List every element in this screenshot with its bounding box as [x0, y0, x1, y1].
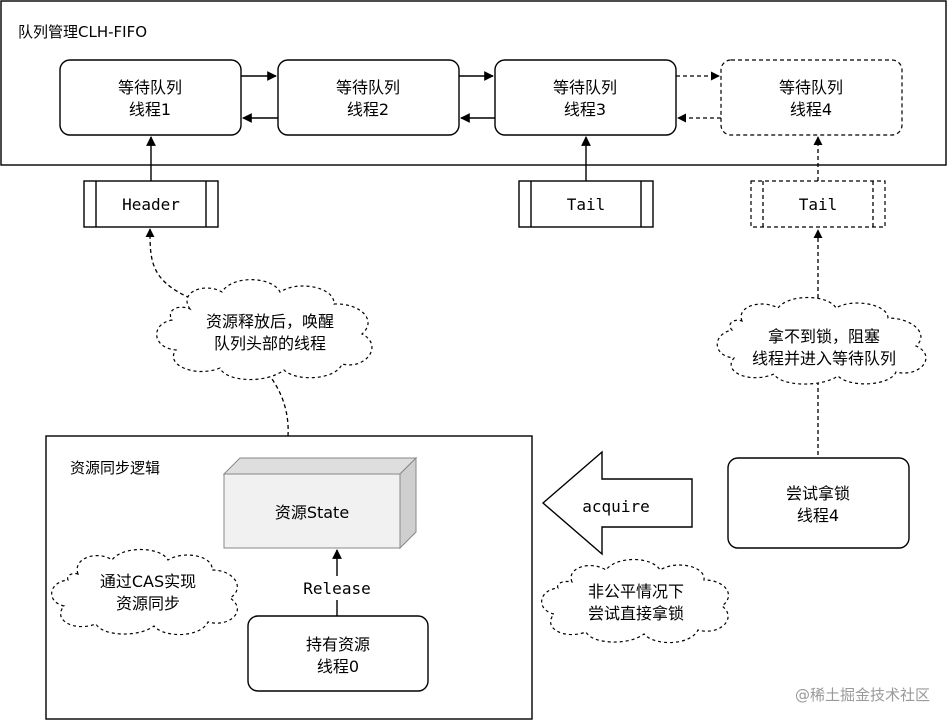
- unfair-cloud: 非公平情况下 尝试直接拿锁: [541, 559, 729, 644]
- try-lock-line2: 线程4: [797, 506, 839, 525]
- queue-node-1-line1: 等待队列: [118, 78, 182, 97]
- tail-new-pointer-label: Tail: [799, 195, 838, 214]
- holder-line1: 持有资源: [306, 635, 370, 654]
- tail-new-pointer: Tail: [750, 180, 886, 228]
- queue-node-4-line2: 线程4: [790, 100, 832, 119]
- resource-state-box: 资源State: [222, 456, 418, 550]
- wake-arrow: [145, 228, 191, 299]
- block-cloud-line1: 拿不到锁，阻塞: [768, 327, 880, 346]
- queue-frame-title: 队列管理CLH-FIFO: [18, 23, 147, 41]
- queue-node-4-line1: 等待队列: [779, 78, 843, 97]
- queue-node-1: 等待队列 线程1: [59, 59, 242, 136]
- acquire-arrow: acquire: [541, 450, 693, 556]
- queue-node-2-line2: 线程2: [347, 100, 389, 119]
- holder-line2: 线程0: [317, 657, 359, 676]
- cas-cloud-line1: 通过CAS实现: [100, 572, 196, 591]
- header-pointer: Header: [83, 180, 219, 228]
- queue-node-4: 等待队列 线程4: [720, 59, 903, 136]
- cas-cloud-line2: 资源同步: [116, 594, 180, 613]
- cas-cloud: 通过CAS实现 资源同步: [51, 549, 238, 636]
- header-pointer-label: Header: [122, 195, 180, 214]
- queue-node-2: 等待队列 线程2: [277, 59, 460, 136]
- queue-node-3-line2: 线程3: [564, 100, 606, 119]
- queue-node-3: 等待队列 线程3: [494, 59, 677, 136]
- unfair-cloud-line1: 非公平情况下: [588, 582, 684, 601]
- block-cloud: 拿不到锁，阻塞 线程并进入等待队列: [716, 297, 927, 385]
- queue-node-3-line1: 等待队列: [553, 78, 617, 97]
- try-lock-box: 尝试拿锁 线程4: [727, 457, 910, 549]
- block-cloud-line2: 线程并进入等待队列: [752, 349, 896, 368]
- tail-pointer-label: Tail: [567, 195, 606, 214]
- try-lock-line1: 尝试拿锁: [786, 484, 850, 503]
- unfair-cloud-line2: 尝试直接拿锁: [588, 604, 684, 623]
- tail-pointer: Tail: [518, 180, 654, 228]
- holder-box: 持有资源 线程0: [247, 615, 429, 692]
- release-label-bg: [300, 576, 376, 600]
- sync-frame-title: 资源同步逻辑: [70, 459, 160, 477]
- wake-cloud-line1: 资源释放后，唤醒: [206, 312, 334, 331]
- wake-cloud: 资源释放后，唤醒 队列头部的线程: [156, 279, 373, 381]
- wake-cloud-line2: 队列头部的线程: [214, 334, 326, 353]
- watermark: @稀土掘金技术社区: [795, 686, 930, 704]
- resource-state-label: 资源State: [275, 503, 349, 522]
- queue-node-1-line2: 线程1: [129, 100, 171, 119]
- queue-node-2-line1: 等待队列: [336, 78, 400, 97]
- release-label: Release: [303, 579, 370, 598]
- acquire-label: acquire: [582, 497, 649, 516]
